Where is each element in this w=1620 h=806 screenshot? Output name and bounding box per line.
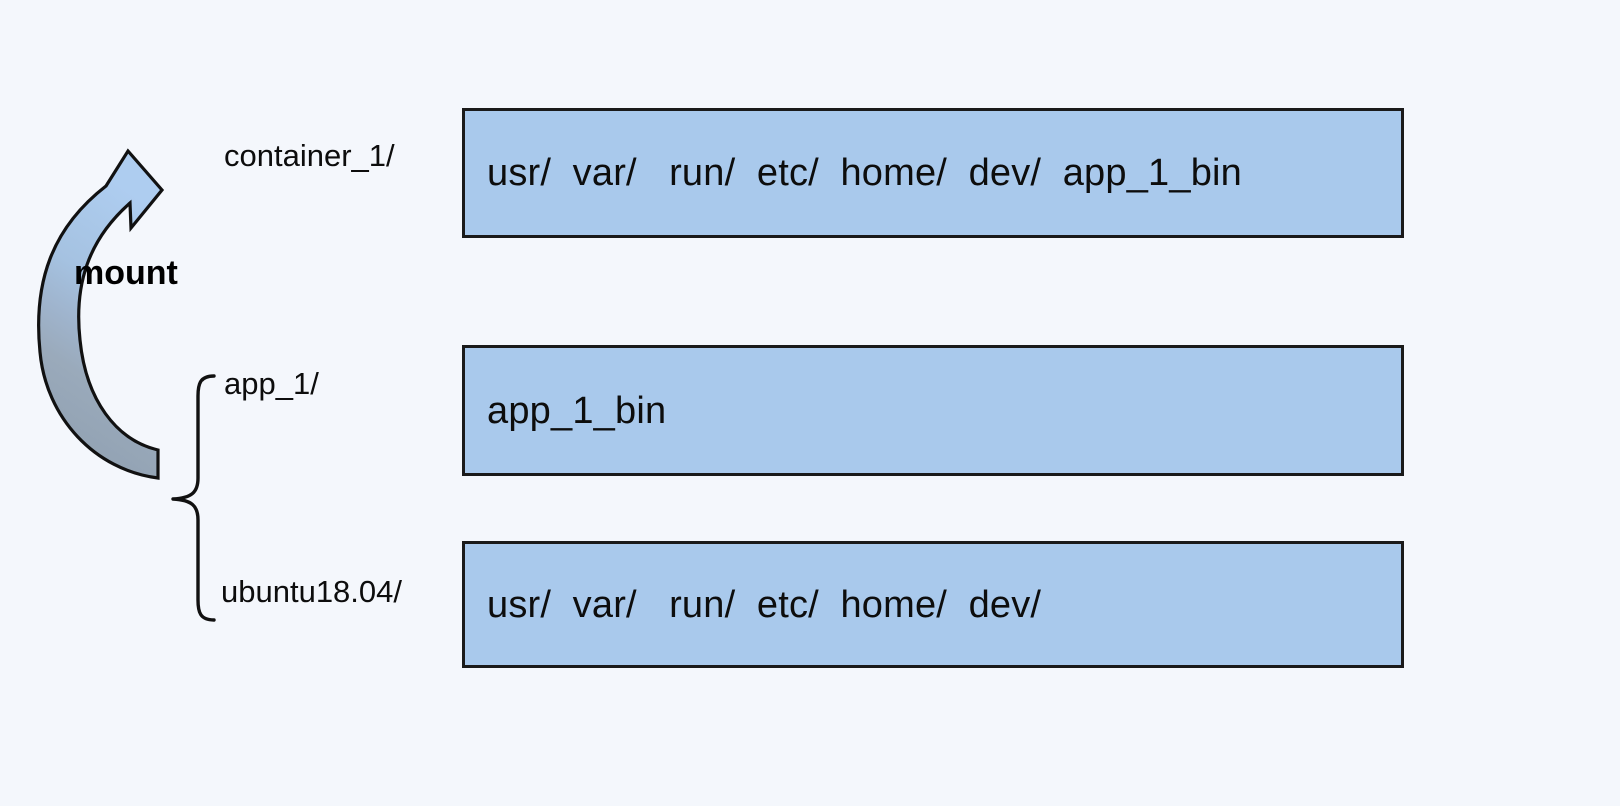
- layer-box-container-1: usr/ var/ run/ etc/ home/ dev/ app_1_bin: [462, 108, 1404, 238]
- mount-arrow-icon: [37, 148, 165, 480]
- row-label-ubuntu: ubuntu18.04/: [221, 574, 403, 609]
- curly-brace-icon: [171, 374, 216, 622]
- layer-contents-ubuntu: usr/ var/ run/ etc/ home/ dev/: [487, 583, 1042, 626]
- layer-contents-app-1: app_1_bin: [487, 389, 667, 432]
- layer-box-ubuntu: usr/ var/ run/ etc/ home/ dev/: [462, 541, 1404, 668]
- row-label-app-1: app_1/: [224, 366, 319, 401]
- layer-contents-container-1: usr/ var/ run/ etc/ home/ dev/ app_1_bin: [487, 152, 1243, 194]
- row-label-container-1: container_1/: [224, 138, 395, 173]
- layer-box-app-1: app_1_bin: [462, 345, 1404, 476]
- mount-label: mount: [74, 254, 178, 292]
